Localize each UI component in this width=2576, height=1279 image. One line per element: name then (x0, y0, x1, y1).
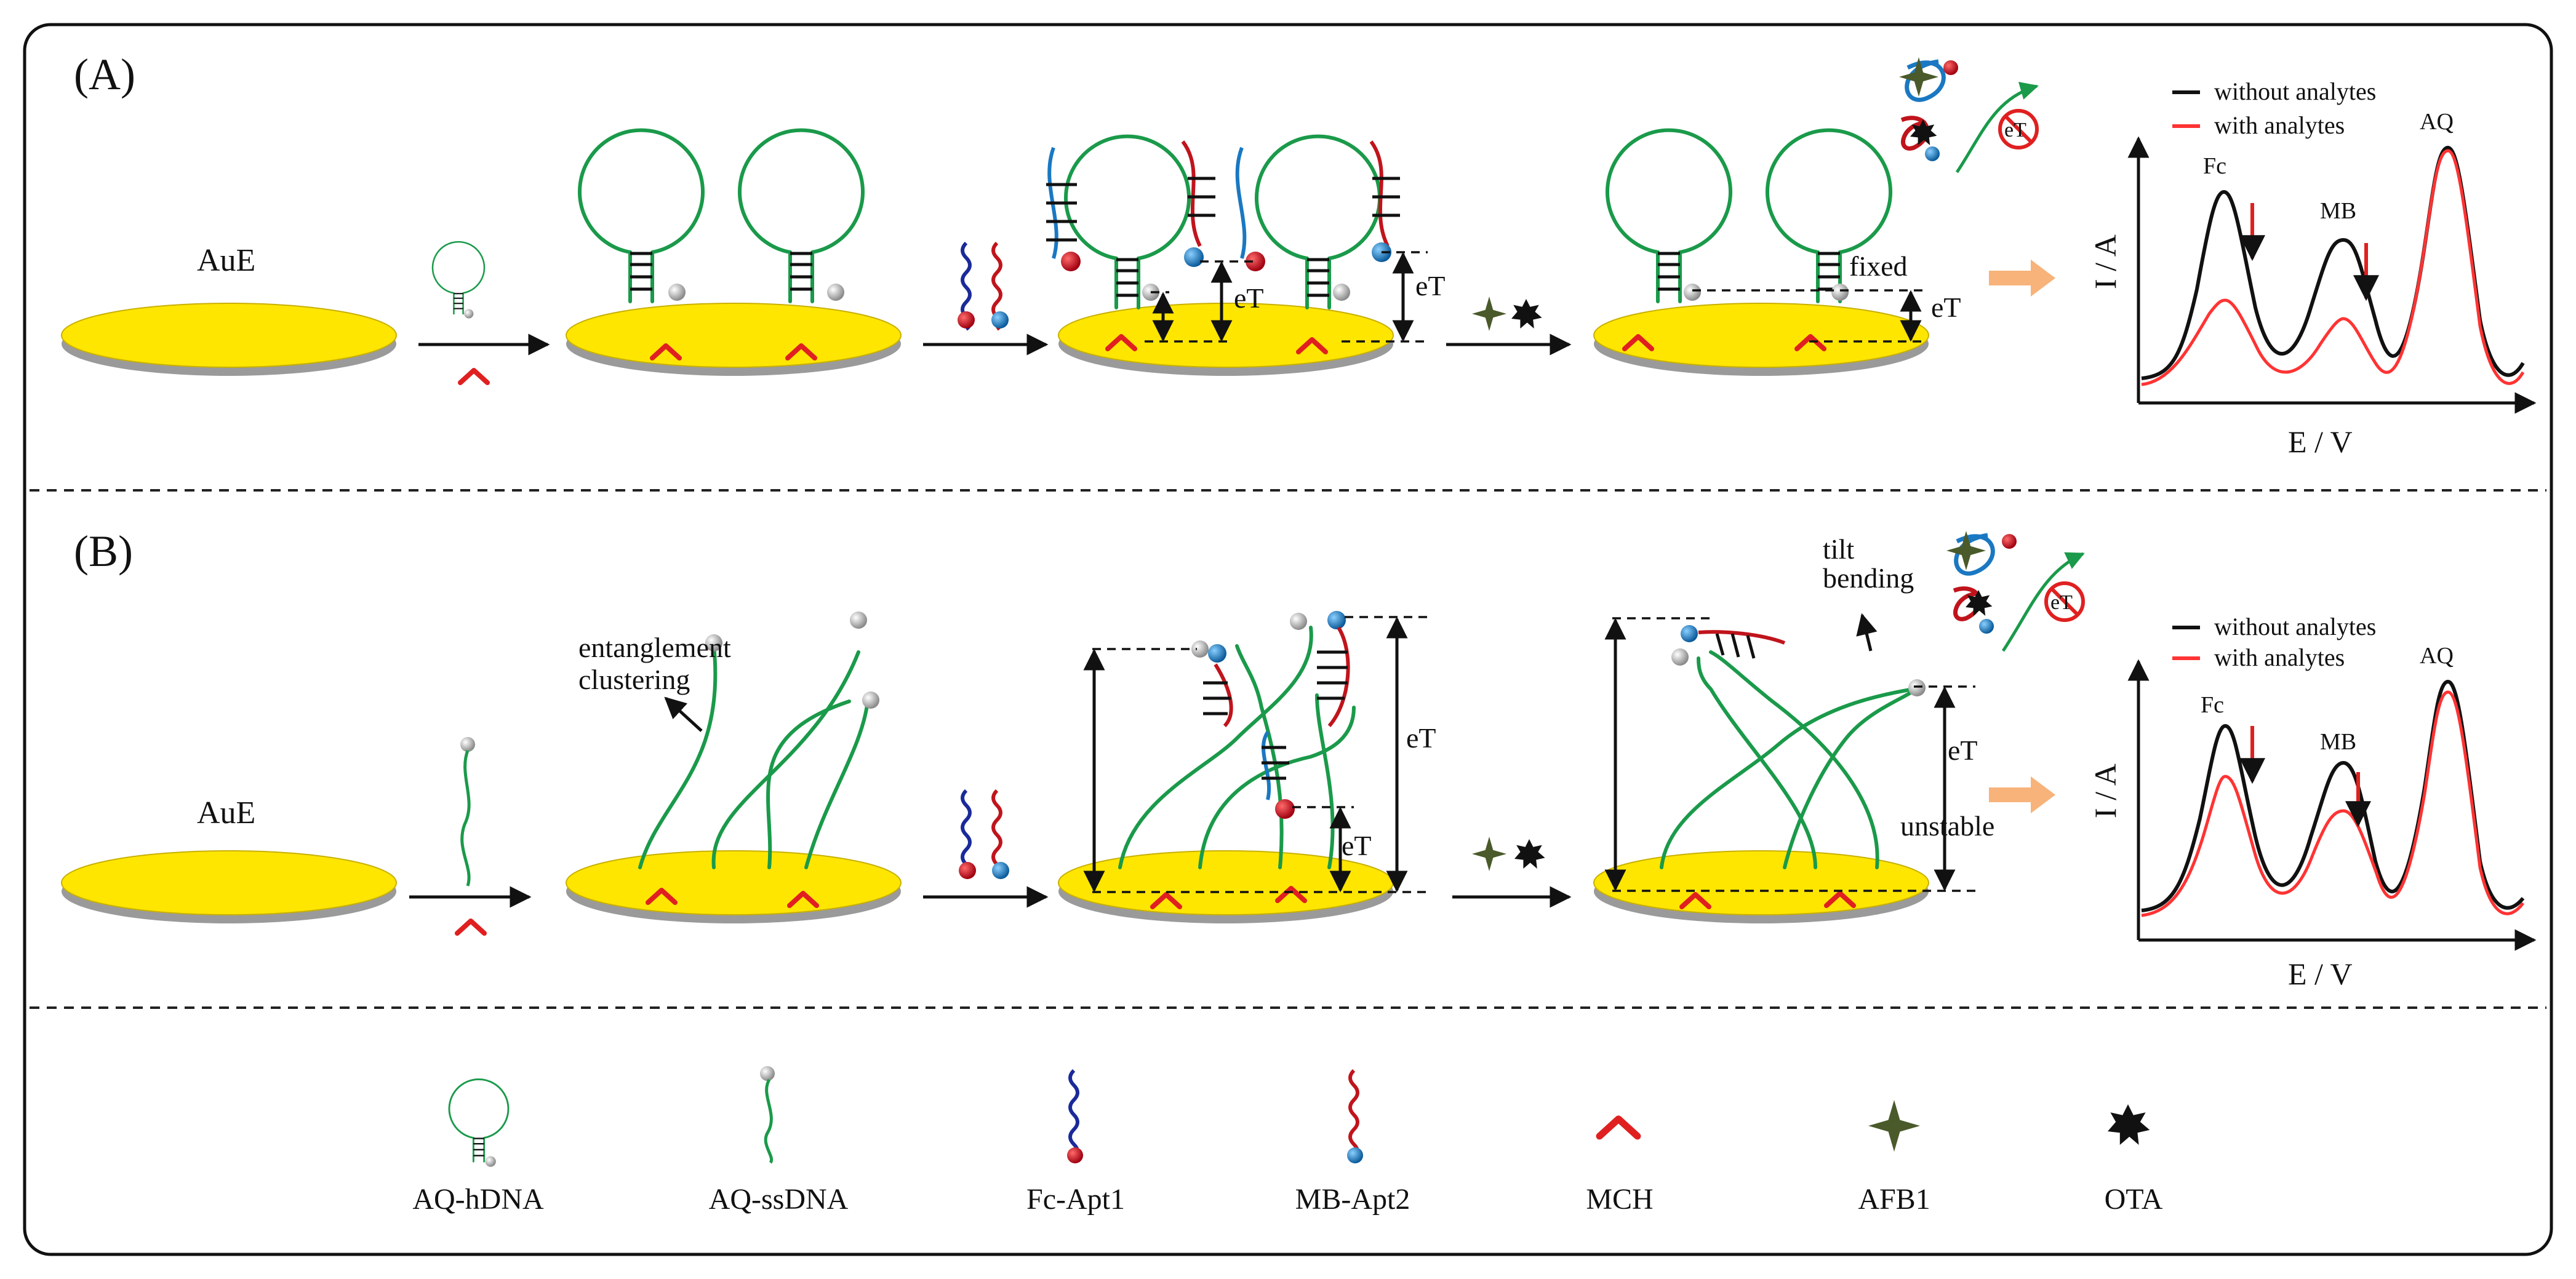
entangled-probes-b2 (638, 612, 879, 869)
hairpin-a3-2 (1257, 137, 1380, 308)
peak-b-mb: MB (2320, 729, 2356, 755)
electrode-a1 (61, 303, 397, 377)
et-label-a4: eT (1931, 292, 1961, 323)
annotation-unstable: unstable (1900, 810, 1994, 842)
aptamers-b (959, 789, 1009, 879)
annotation-bending: bending (1823, 562, 1914, 594)
electrode-b1 (61, 850, 397, 924)
legend-a-with: with analytes (2214, 111, 2345, 139)
legend-label-mb-apt2: MB-Apt2 (1295, 1183, 1410, 1216)
panel-a-label: (A) (74, 50, 135, 99)
peak-a-fc: Fc (2203, 153, 2226, 179)
hairpin-probe-small (431, 241, 486, 319)
svg-text:eT: eT (2004, 119, 2026, 141)
result-arrow-a (1989, 260, 2055, 297)
released-complex-b: eT (1946, 531, 2085, 652)
peak-b-aq: AQ (2420, 643, 2454, 669)
annotation-tilt: tilt (1823, 533, 1854, 565)
et-label-a3-1: eT (1234, 282, 1264, 314)
figure-frame (23, 23, 2553, 1256)
panel-b-label: (B) (74, 527, 133, 576)
legend-icon-mch (1599, 1119, 1638, 1136)
et-label-a3-2: eT (1415, 270, 1446, 301)
voltammogram-b: I / A E / V without analytes with analyt… (2088, 613, 2537, 991)
aptamers-a (958, 241, 1009, 331)
voltammogram-a-ylabel: I / A (2088, 234, 2122, 289)
annotation-entanglement: entanglement (578, 632, 731, 663)
peak-a-aq: AQ (2420, 109, 2454, 135)
electrode-b3 (1058, 850, 1394, 924)
legend-label-afb1: AFB1 (1858, 1183, 1930, 1216)
probes-b4 (1660, 625, 1926, 869)
legend-label-mch: MCH (1586, 1183, 1653, 1216)
electrode-a2 (566, 303, 902, 377)
legend-b-without: without analytes (2214, 613, 2376, 640)
legend-label-fc-apt1: Fc-Apt1 (1026, 1183, 1125, 1216)
legend-icon-aq-hdna (448, 1078, 510, 1167)
probes-b3 (1118, 611, 1356, 869)
voltammogram-b-ylabel: I / A (2088, 763, 2122, 818)
panel-b: (B) AuE entanglement clustering (61, 527, 2537, 991)
hairpin-a3-1 (1066, 137, 1189, 308)
annotation-fixed: fixed (1849, 250, 1908, 282)
electrode-a3 (1058, 303, 1394, 377)
legend-icon-afb1 (1868, 1100, 1920, 1152)
result-arrow-b (1989, 776, 2055, 813)
hairpin-a4-1 (1607, 130, 1730, 301)
legend-label-aq-ssdna: AQ-ssDNA (709, 1183, 849, 1216)
electrode-b2 (566, 850, 902, 924)
panel-a: (A) AuE (61, 50, 2537, 459)
electrode-label-b: AuE (197, 795, 255, 831)
electrode-label-a: AuE (197, 243, 255, 278)
annotation-clustering: clustering (578, 664, 690, 695)
et-label-b4: eT (1948, 735, 1978, 766)
legend-icon-aq-ssdna (760, 1066, 775, 1164)
voltammogram-b-xlabel: E / V (2288, 957, 2353, 991)
legend-icon-fc-apt1 (1067, 1069, 1083, 1163)
hairpin-a2-1 (580, 130, 703, 301)
voltammogram-a: I / A E / V without analytes with analyt… (2088, 78, 2537, 459)
peak-b-fc: Fc (2201, 692, 2224, 718)
legend-icon-ota (2108, 1104, 2150, 1145)
legend-label-aq-hdna: AQ-hDNA (412, 1183, 544, 1216)
legend-b-with: with analytes (2214, 643, 2345, 671)
voltammogram-a-xlabel: E / V (2288, 424, 2353, 459)
legend-row: AQ-hDNA AQ-ssDNA Fc-Apt1 MB-Apt2 MCH AFB… (412, 1066, 2163, 1216)
et-label-b3-2: eT (1342, 830, 1372, 861)
peak-a-mb: MB (2320, 198, 2356, 224)
legend-icon-mb-apt2 (1347, 1069, 1363, 1163)
hairpin-a2-2 (740, 130, 863, 301)
legend-label-ota: OTA (2105, 1183, 2163, 1216)
et-label-b3-1: eT (1406, 722, 1436, 754)
svg-text:eT: eT (2050, 591, 2073, 614)
released-complex-a: eT (1899, 57, 2039, 173)
legend-a-without: without analytes (2214, 78, 2376, 105)
